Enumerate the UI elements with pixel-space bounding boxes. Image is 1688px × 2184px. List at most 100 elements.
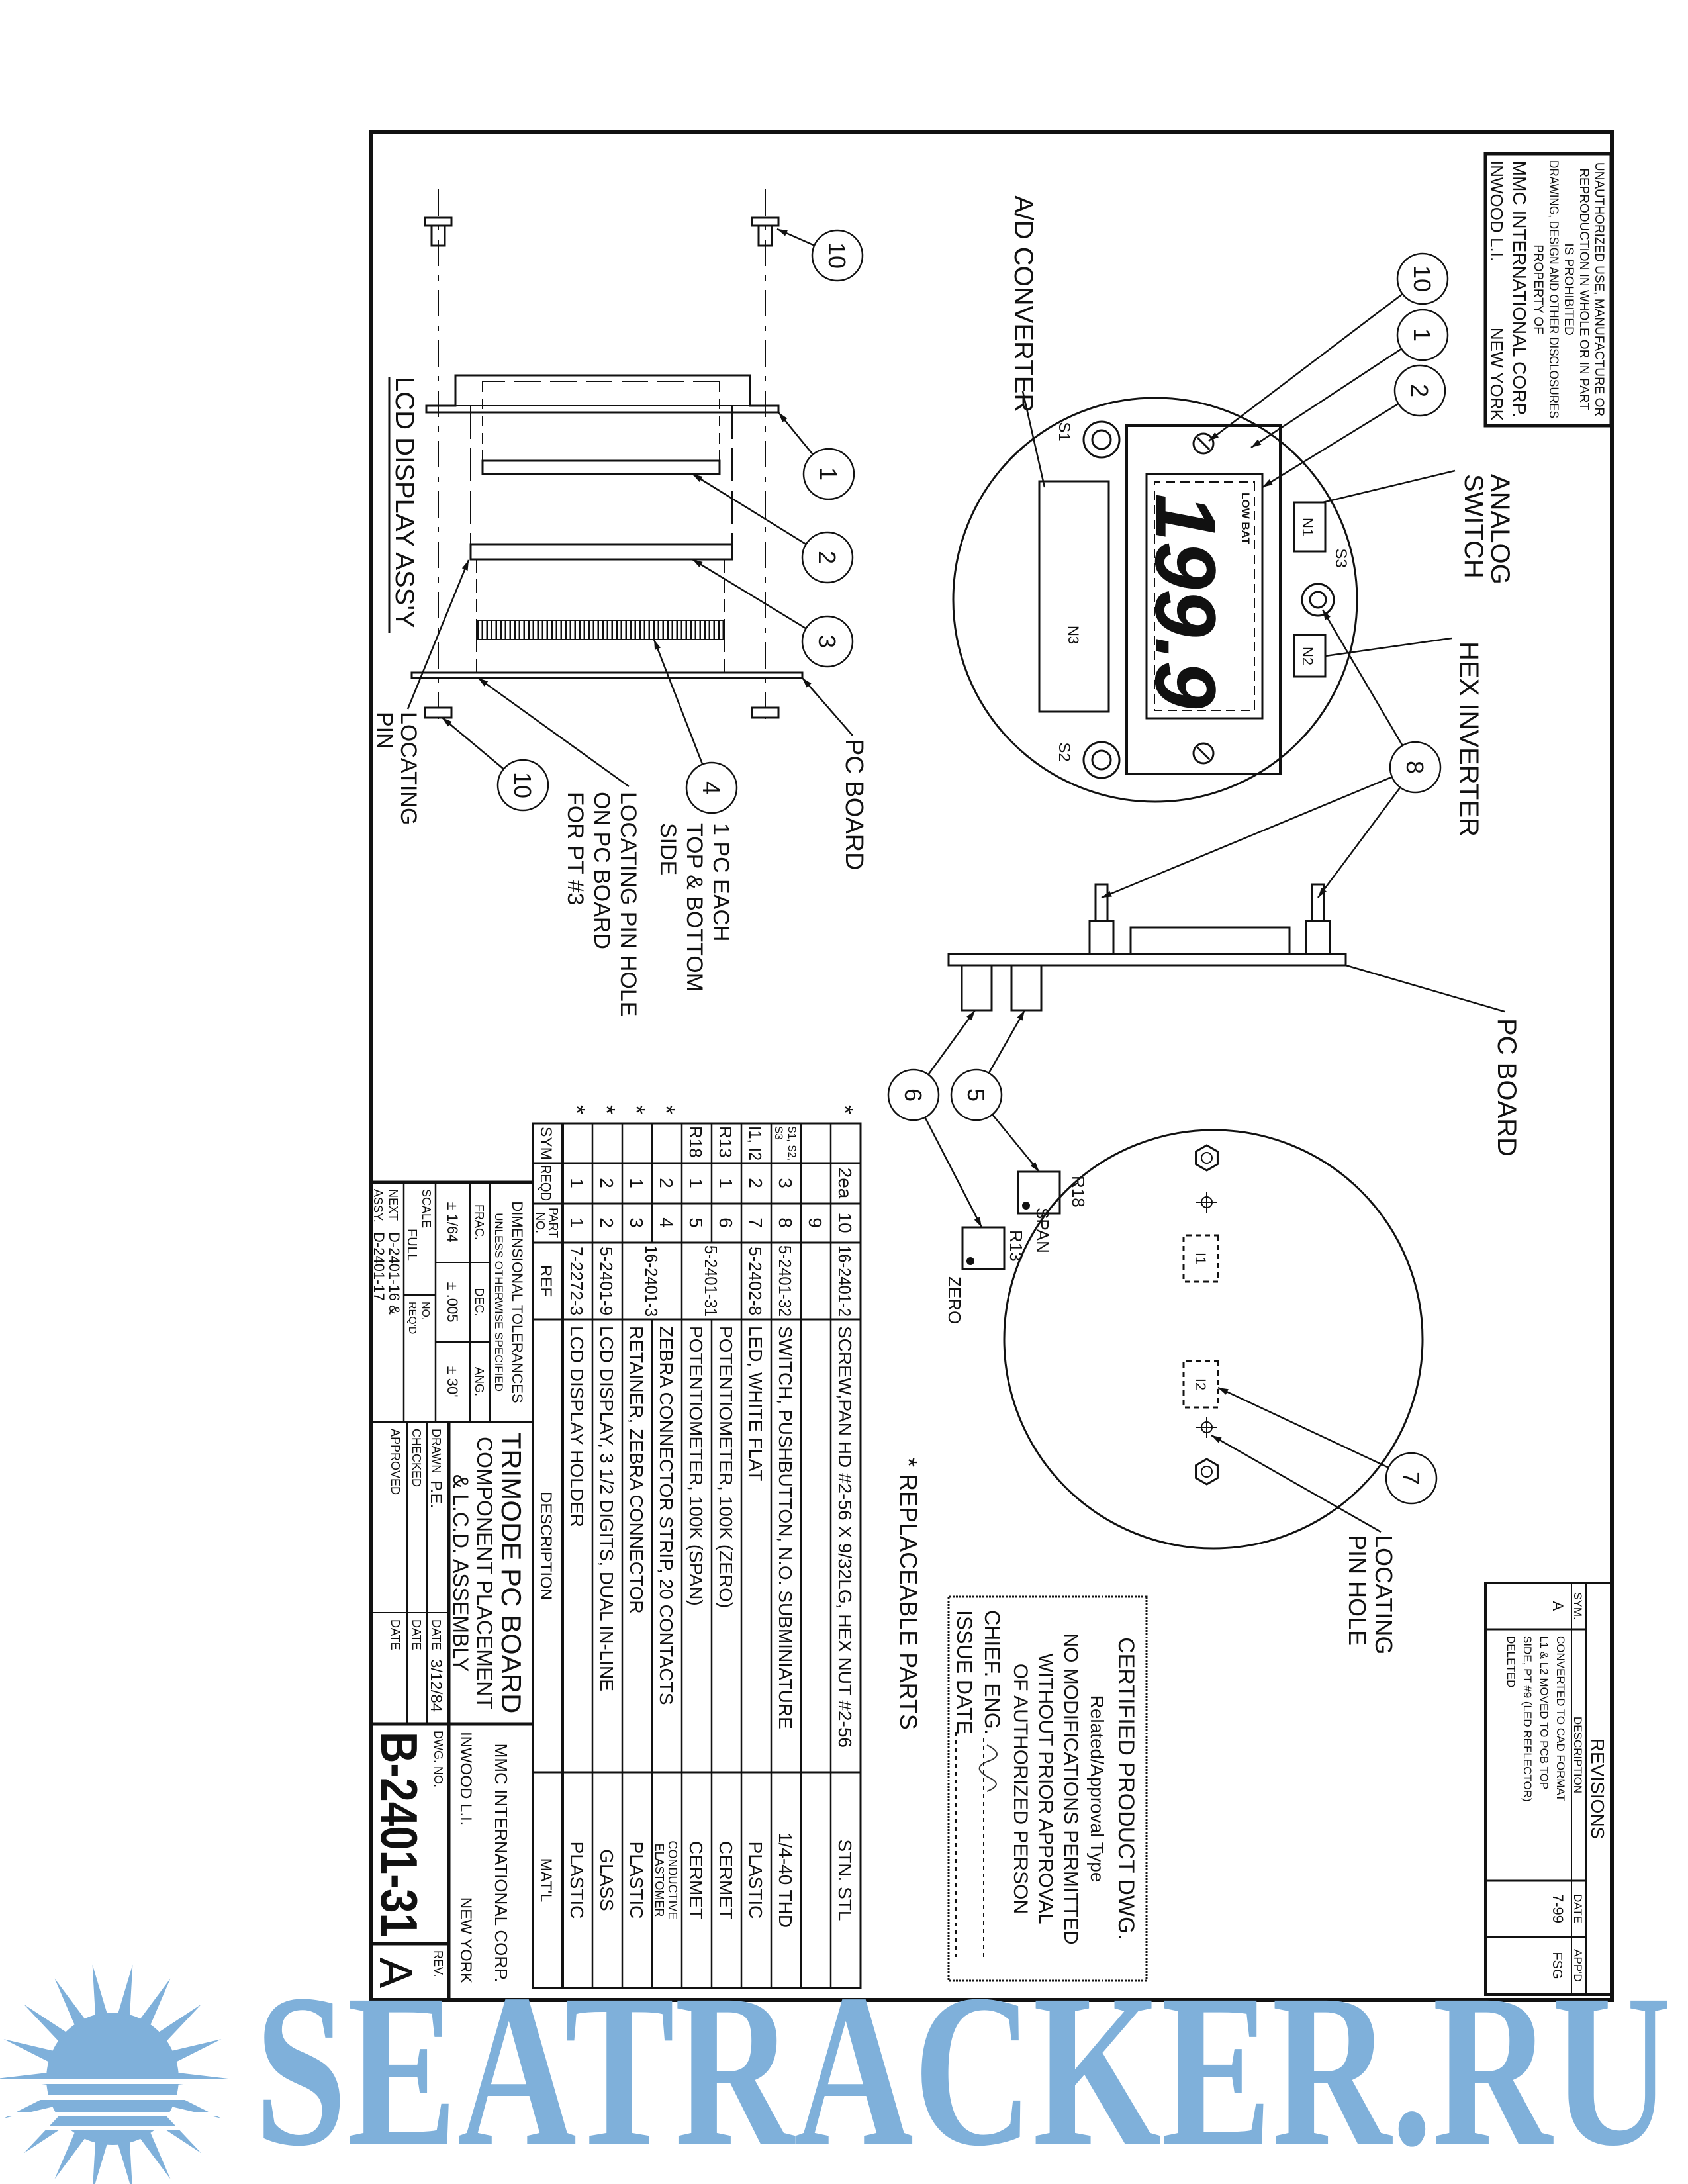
- tolerances-title: DIMENSIONAL TOLERANCES: [509, 1201, 526, 1403]
- locating-pin-hole-label: PIN HOLE: [1344, 1535, 1371, 1646]
- proprietary-notice: UNAUTHORIZED USE, MANUFACTURE ORREPRODUC…: [1483, 152, 1613, 428]
- ang-label: ANG.: [473, 1367, 486, 1396]
- item-balloon: 7: [1217, 1386, 1438, 1505]
- watermark: SEATRACKER.RU: [0, 1950, 1671, 2184]
- drawn-label: DRAWN: [430, 1429, 443, 1473]
- cell-description: SCREW,PAN HD #2-56 X 9/32LG, HEX NUT #2-…: [835, 1326, 855, 1748]
- n1-chip: [1293, 501, 1327, 553]
- revision-description: CONVERTED TO CAD FORMAT: [1554, 1636, 1567, 1801]
- next-assy-value: D-2401-16 &: [386, 1232, 402, 1315]
- cell-material: CONDUCTIVE: [666, 1840, 679, 1919]
- item-balloon: 1: [778, 412, 855, 500]
- balloon-number: 10: [823, 242, 851, 269]
- leader-line: [1321, 609, 1403, 746]
- item-balloon: 6: [887, 1010, 983, 1228]
- revisions-box: [1484, 1582, 1613, 1996]
- lcd-readout: 199.9: [1137, 493, 1234, 708]
- leader-line: [924, 1117, 983, 1228]
- company-state: NEW YORK: [457, 1897, 475, 1983]
- cell-reqd: 3: [775, 1178, 796, 1188]
- date-label: DATE: [389, 1619, 402, 1650]
- cell-reqd: 1: [626, 1178, 647, 1188]
- cell-description: ZEBRA CONNECTOR STRIP, 20 CONTACTS: [656, 1326, 677, 1705]
- item-balloon: 3: [692, 558, 854, 668]
- arrowhead-icon: [461, 560, 469, 571]
- arrowhead-icon: [1323, 610, 1331, 620]
- sun-ray: [117, 1964, 133, 2018]
- balloon-circle: [887, 1068, 940, 1121]
- watermark-text: SEATRACKER.RU: [255, 1950, 1671, 2184]
- sun-stripe: [0, 2112, 225, 2116]
- leader-line: [1317, 786, 1401, 898]
- span-label: SPAN: [1033, 1208, 1053, 1253]
- balloon-number: 1: [1409, 328, 1436, 342]
- bottom-view-outline: [1003, 1129, 1424, 1550]
- locating-pin-label: PIN: [372, 712, 397, 749]
- leader-line: [802, 677, 853, 736]
- balloon-circle: [950, 1068, 1003, 1121]
- r18-pot: [1017, 1170, 1061, 1215]
- next-assy-label: ASSY.: [371, 1189, 385, 1223]
- notice-line: IS PROHIBITED: [1562, 243, 1575, 335]
- leader-line: [442, 717, 504, 770]
- cell-description: POTENTIOMETER, 100K (ZERO): [716, 1326, 736, 1608]
- balloon-circle: [1396, 252, 1449, 305]
- balloon-number: 1: [815, 467, 842, 481]
- item-balloon: 2: [692, 473, 854, 584]
- revisions-header: SYM.: [1571, 1592, 1584, 1620]
- line: [1021, 391, 1046, 488]
- table-row: 9: [805, 1217, 825, 1228]
- sun-ray: [138, 1978, 171, 2028]
- cell-part-no: 4: [656, 1217, 677, 1228]
- parts-list: * REPLACEABLE PARTS2ea1016-2401-2SCREW,P…: [532, 1105, 922, 1989]
- locating-pin-hole-note: ON PC BOARD: [589, 792, 614, 949]
- sun-ray: [54, 2130, 87, 2179]
- arrowhead-icon: [1017, 1010, 1025, 1021]
- hex-inverter-label: HEX INVERTER: [1454, 641, 1483, 837]
- frac-tolerance: ± 1/64: [444, 1202, 461, 1242]
- notice-line: REPRODUCTION IN WHOLE OR IN PART: [1577, 168, 1591, 410]
- line: [1196, 436, 1211, 451]
- hex-nut-hole: [1201, 1466, 1213, 1478]
- notice-city: INWOOD L.I.: [1487, 160, 1507, 261]
- leader-line: [477, 677, 630, 788]
- header-part-no: NO.: [534, 1212, 547, 1233]
- stamp-line: NO MODIFICATIONS PERMITTED: [1060, 1633, 1082, 1944]
- sun-ray: [156, 2004, 202, 2044]
- tolerances-subtitle: UNLESS OTHERWISE SPECIFIED: [492, 1213, 505, 1392]
- cell-description: LCD DISPLAY HOLDER: [567, 1326, 587, 1527]
- cell-description: LED, WHITE FLAT: [745, 1326, 766, 1481]
- arrowhead-icon: [802, 678, 812, 688]
- stamp-line: CERTIFIED PRODUCT DWG.: [1113, 1637, 1139, 1940]
- locating-pin-hole-note: LOCATING PIN HOLE: [616, 792, 641, 1016]
- zebra-quantity-note: SIDE: [655, 823, 680, 875]
- arrowhead-icon: [654, 640, 661, 650]
- led-i2: [1182, 1360, 1219, 1409]
- cell-reqd: 2: [656, 1178, 677, 1188]
- cell-ref: 7-2272-3: [567, 1247, 586, 1315]
- cell-material: PLASTIC: [567, 1842, 587, 1919]
- sun-logo-icon: [0, 1964, 228, 2184]
- s3-label: S3: [1332, 548, 1350, 567]
- arrowhead-icon: [1218, 1388, 1229, 1395]
- dec-label: DEC.: [473, 1288, 486, 1316]
- display-module: [1125, 424, 1282, 775]
- led-i1: [1182, 1234, 1219, 1283]
- revision-description: DELETED: [1505, 1636, 1517, 1687]
- cell-part-no: 9: [805, 1217, 825, 1228]
- n1-label: N1: [1299, 518, 1316, 536]
- leader-line: [692, 473, 807, 546]
- cell-sym: R18: [686, 1126, 706, 1158]
- leader-line: [1217, 1386, 1389, 1468]
- item-balloon: 2: [1262, 364, 1446, 489]
- cell-material: PLASTIC: [626, 1842, 647, 1919]
- revision-description: L1 & L2 MOVED TO PCB TOP: [1538, 1636, 1550, 1789]
- notice-box: [1483, 152, 1613, 428]
- display-holder: [425, 374, 780, 414]
- sun-stripe: [0, 2126, 225, 2130]
